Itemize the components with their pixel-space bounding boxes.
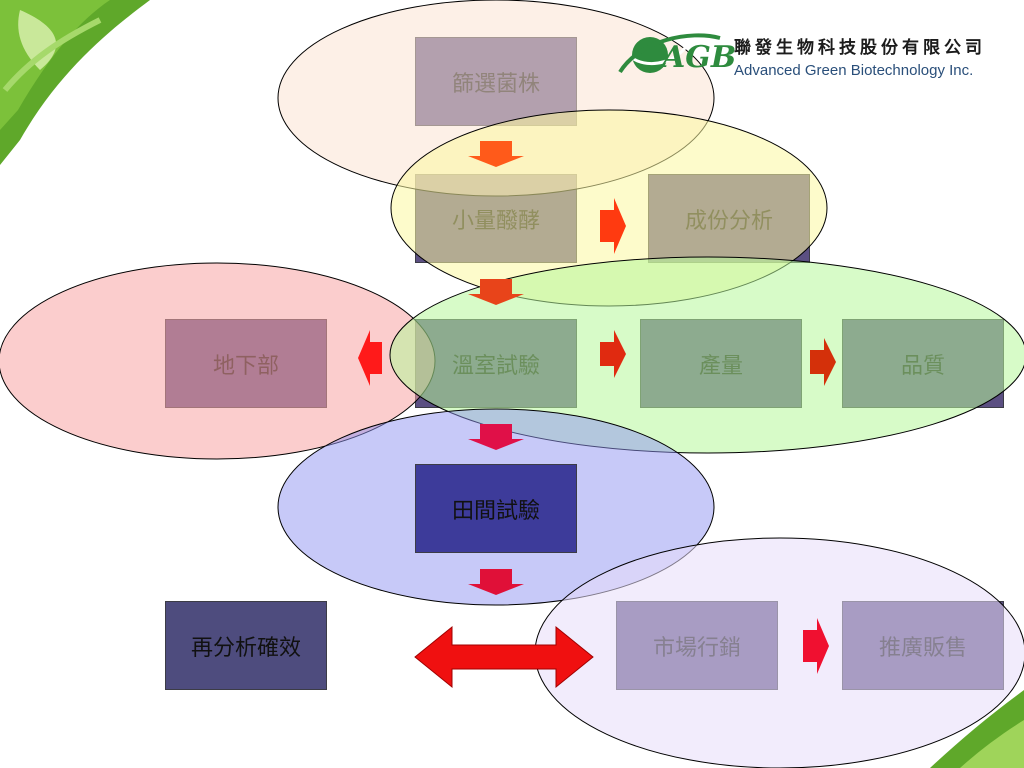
group-ellipse-greenhouse <box>389 256 1024 454</box>
arrow-right-4 <box>803 618 829 674</box>
arrow-double <box>414 625 594 689</box>
arrow-down-1 <box>468 141 524 167</box>
arrow-down-4 <box>468 569 524 595</box>
brand-name-en: Advanced Green Biotechnology Inc. <box>734 62 974 79</box>
arrow-right-3 <box>810 338 836 386</box>
brand-block: 聯發生物科技股份有限公司 Advanced Green Biotechnolog… <box>734 33 986 79</box>
brand-name-cn: 聯發生物科技股份有限公司 <box>734 38 986 58</box>
arrow-left-1 <box>358 330 382 386</box>
arrow-down-3 <box>468 424 524 450</box>
node-field-test: 田間試驗 <box>415 464 577 553</box>
arrow-down-2 <box>468 279 524 305</box>
company-logo-icon: AGB <box>618 33 736 75</box>
arrow-right-1 <box>600 198 626 254</box>
node-reanalysis: 再分析確效 <box>165 601 327 690</box>
logo-letters: AGB <box>659 40 736 75</box>
arrow-right-2 <box>600 330 626 378</box>
